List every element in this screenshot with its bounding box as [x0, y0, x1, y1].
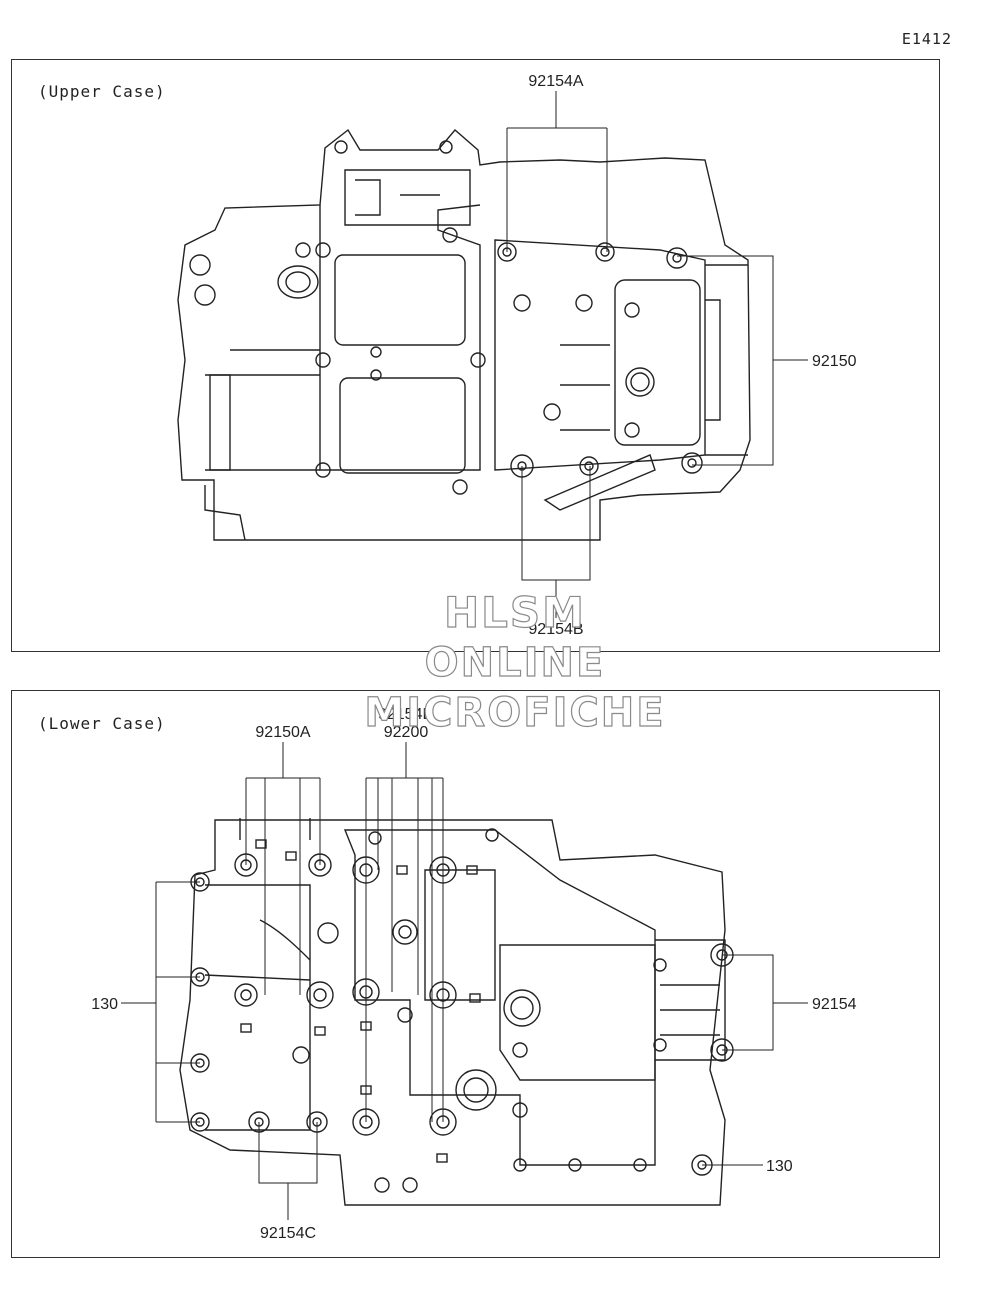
- callout-92154c: 92154C: [260, 1225, 316, 1242]
- upper-crankcase-drawing: [177, 128, 751, 541]
- callout-92154: 92154: [812, 996, 857, 1013]
- lower-case-panel: (Lower Case): [11, 690, 940, 1258]
- callout-92150a: 92150A: [255, 724, 310, 741]
- callout-130-right: 130: [766, 1158, 793, 1175]
- lower-leader-lines: [121, 742, 808, 1220]
- callout-labels: 92154A 92150 92154B 92150A 92154D 92200 …: [91, 73, 856, 1242]
- page-code: E1412: [901, 30, 952, 48]
- callout-92154b: 92154B: [528, 621, 583, 638]
- upper-case-title: (Upper Case): [38, 82, 166, 101]
- upper-case-panel: (Upper Case): [11, 59, 940, 652]
- callout-92150: 92150: [812, 353, 857, 370]
- upper-leader-lines: [506, 91, 808, 618]
- callout-92154a: 92154A: [528, 73, 583, 90]
- lower-crankcase-drawing: [179, 818, 734, 1206]
- callout-130-left: 130: [91, 996, 118, 1013]
- lower-case-title: (Lower Case): [38, 714, 166, 733]
- watermark-line-2: ONLINE: [424, 639, 606, 686]
- watermark-line-3: MICROFICHE: [364, 689, 666, 736]
- callout-92154d: 92154D: [378, 706, 434, 723]
- callout-92200: 92200: [384, 724, 429, 741]
- watermark-line-1: HLSM: [443, 587, 586, 637]
